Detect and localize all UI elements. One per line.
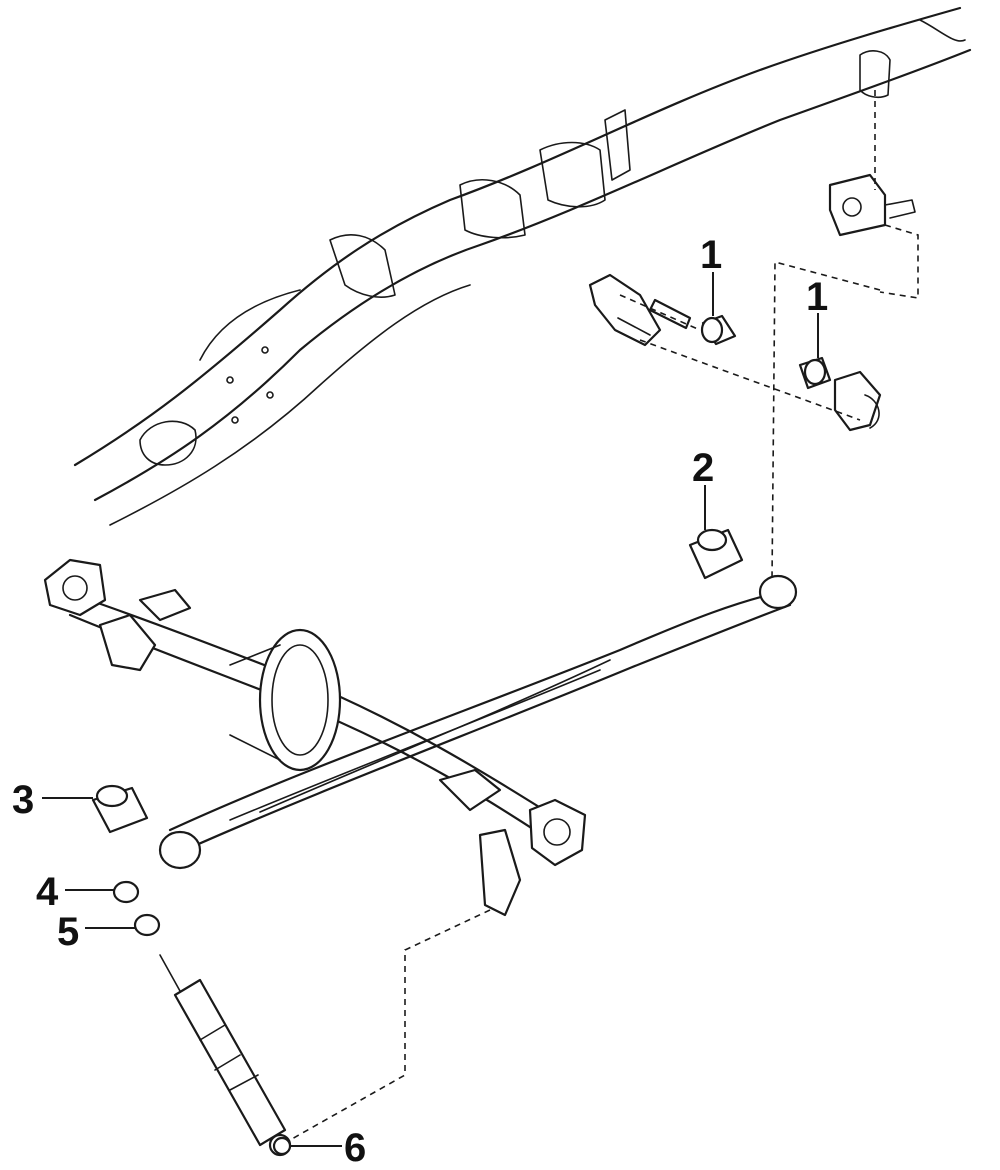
frame-rail [73,6,972,526]
leaf-spring [158,574,798,870]
callout-2: 2 [692,446,714,490]
shackle-hanger-bracket [828,173,916,237]
part-5-shock-bushing [133,913,161,937]
part-1b-bushing [798,356,832,390]
callout-numbers: 1 1 2 3 4 5 6 [12,233,828,1170]
callout-1b: 1 [806,275,828,319]
rear-axle-housing [43,558,587,917]
part-1a-bushing [700,314,737,346]
assembly-guide-lines [289,90,919,1141]
shock-absorber [159,954,292,1157]
callout-6: 6 [344,1126,366,1170]
callout-3: 3 [12,778,34,822]
part-2-spring-bushing [688,528,744,580]
shackle-assembly [588,273,882,432]
callout-leaders [42,272,819,1147]
part-6-shock-lower-bushing [272,1136,292,1156]
part-4-shock-bushing [112,880,140,904]
part-3-spring-bushing [91,784,149,834]
callout-5: 5 [57,910,79,954]
callout-4: 4 [36,870,59,914]
callout-1a: 1 [700,233,722,277]
